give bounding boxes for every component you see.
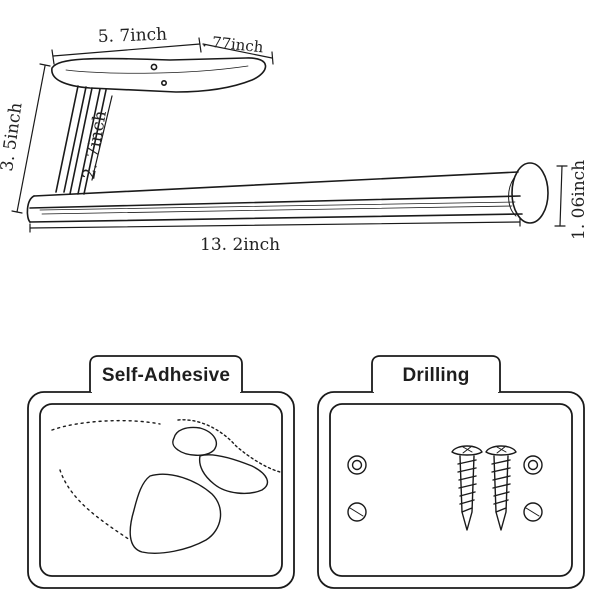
dimension-lines	[11, 37, 568, 233]
screw-hole	[150, 63, 158, 71]
end-cap-diameter-label: 1. 06inch	[569, 160, 589, 240]
drilling-panel: Drilling	[317, 355, 585, 589]
hand-illustration	[51, 419, 281, 554]
drill-hole-icon	[347, 502, 367, 522]
arm-height-label: 2. 7inch	[79, 109, 111, 181]
overall-height-label: 3. 5inch	[0, 101, 27, 172]
end-cap	[508, 162, 549, 224]
drilling-hardware	[347, 445, 543, 531]
drilling-tab: Drilling	[402, 365, 469, 386]
screw-hole	[161, 80, 168, 87]
holder-drawing	[11, 37, 568, 233]
bar-length-label: 13. 2inch	[200, 235, 280, 255]
self-adhesive-tab: Self-Adhesive	[102, 365, 230, 386]
wall-anchor-icon	[347, 455, 367, 475]
self-adhesive-panel: Self-Adhesive	[27, 355, 295, 589]
mounting-plate	[51, 57, 267, 93]
wall-anchor-icon	[523, 455, 543, 475]
plate-width-label: 5. 7inch	[97, 25, 167, 47]
screw-icon	[485, 445, 517, 531]
vertical-arm	[55, 85, 107, 195]
drill-hole-icon	[523, 502, 543, 522]
screw-icon	[451, 445, 483, 531]
plate-depth-label: . 77inch	[202, 32, 265, 56]
horizontal-bar	[26, 171, 523, 223]
